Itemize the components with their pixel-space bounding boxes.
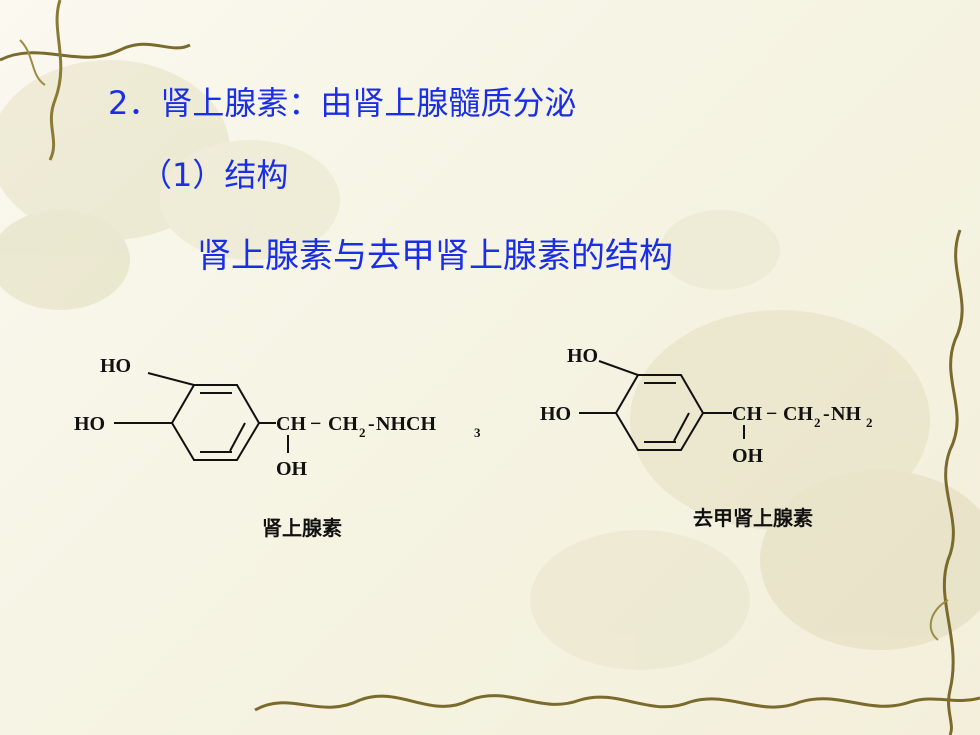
hydroxyl-left-label: HO — [540, 403, 571, 425]
benzene-ring — [614, 374, 705, 451]
bonds — [579, 360, 745, 439]
slide-heading: 2．肾上腺素：由肾上腺髓质分泌 — [108, 84, 577, 122]
hydroxyl-top-label: HO — [567, 345, 598, 367]
hydroxyl-top-label: HO — [100, 355, 131, 377]
bond-dash: − — [310, 413, 321, 435]
adrenaline-structure: HO HO CH − CH 2 - NHCH 3 OH — [74, 355, 481, 480]
amine-label: NH — [831, 403, 861, 425]
hydroxyl-left-label: HO — [74, 413, 105, 435]
section-subheading: （1）结构 — [140, 156, 289, 194]
methylene-label: CH — [783, 403, 813, 425]
noradrenaline-structure: HO HO CH − CH 2 - NH 2 OH — [540, 345, 873, 467]
amine-hyphen: - — [823, 403, 830, 425]
bond-dash: − — [766, 403, 777, 425]
amine-subscript: 2 — [866, 415, 873, 430]
amine-label: NHCH — [376, 413, 436, 435]
methine-label: CH — [276, 413, 306, 435]
bonds — [114, 372, 289, 453]
methylene-subscript: 2 — [814, 415, 821, 430]
methylene-label: CH — [328, 413, 358, 435]
methine-label: CH — [732, 403, 762, 425]
hydroxyl-side-label: OH — [276, 458, 308, 480]
benzene-ring — [170, 384, 261, 461]
methylene-subscript: 2 — [359, 425, 366, 440]
amine-subscript: 3 — [474, 425, 481, 440]
amine-hyphen: - — [368, 413, 375, 435]
adrenaline-caption: 肾上腺素 — [262, 516, 342, 540]
hydroxyl-side-label: OH — [732, 445, 764, 467]
figure-title: 肾上腺素与去甲肾上腺素的结构 — [197, 236, 673, 276]
noradrenaline-caption: 去甲肾上腺素 — [693, 506, 813, 530]
